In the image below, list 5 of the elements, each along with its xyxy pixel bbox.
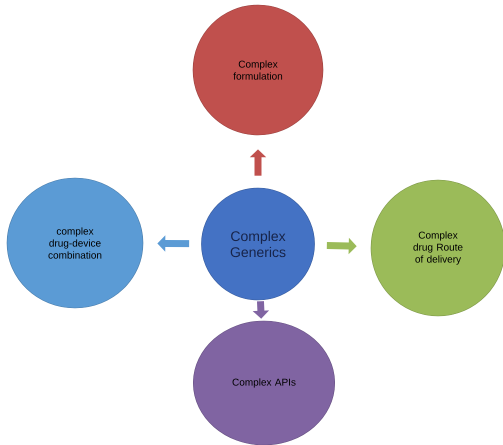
circle-node: Complex drug Route of delivery <box>370 180 503 316</box>
circle-node: Complex Generics <box>201 188 315 300</box>
circle-node: complex drug-device combination <box>6 178 144 308</box>
circle-node: Complex formulation <box>192 4 324 136</box>
circle-node: Complex APIs <box>193 320 336 445</box>
